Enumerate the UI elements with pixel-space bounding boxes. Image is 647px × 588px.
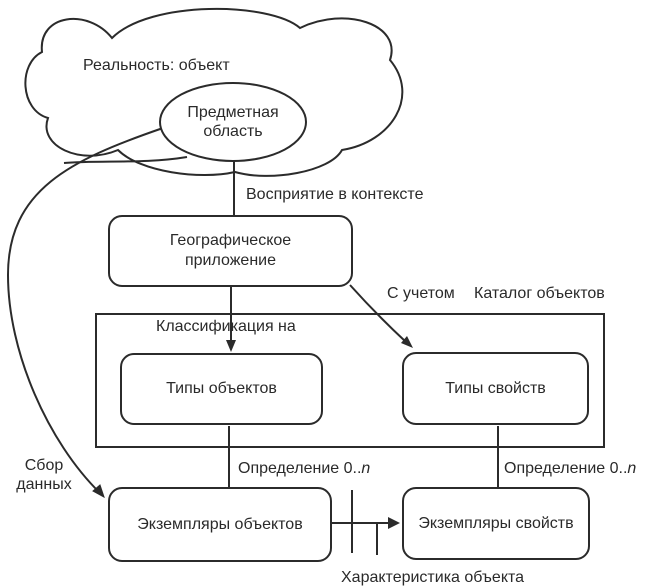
property-types-label: Типы свойств <box>445 379 546 397</box>
with-regard-arrowhead <box>401 336 413 348</box>
with-regard-label: С учетом <box>387 285 455 302</box>
geo-application-node: Географическое приложение <box>108 215 353 287</box>
catalog-frame <box>95 313 605 448</box>
perception-label: Восприятие в контексте <box>246 186 424 203</box>
definition-right-n: n <box>627 460 637 477</box>
classification-arrowhead <box>226 340 236 352</box>
characteristic-label: Характеристика объекта <box>341 569 525 586</box>
property-instances-label: Экземпляры свойств <box>418 514 574 532</box>
catalog-label: Каталог объектов <box>474 285 605 302</box>
definition-left-label: Определение 0..n <box>238 459 370 478</box>
object-instances-label: Экземпляры объектов <box>137 515 303 533</box>
object-instances-node: Экземпляры объектов <box>108 487 332 562</box>
object-types-label: Типы объектов <box>166 380 277 397</box>
property-instances-node: Экземпляры свойств <box>402 487 590 560</box>
definition-right-text: Определение 0.. <box>504 460 628 477</box>
characteristic-arrowhead <box>388 517 400 529</box>
reality-label: Реальность: объект <box>83 57 230 74</box>
classification-label: Классификация на <box>156 318 296 335</box>
geo-application-label: Географическое приложение <box>169 232 292 269</box>
object-types-node: Типы объектов <box>120 353 323 425</box>
definition-right-label: Определение 0..n <box>504 459 636 478</box>
data-collection-label: Сбор данных <box>16 457 72 494</box>
definition-left-text: Определение 0.. <box>238 460 362 477</box>
data-collection-curve-tail <box>63 156 188 164</box>
property-types-node: Типы свойств <box>402 352 589 425</box>
domain-area-label: Предметная область <box>187 104 279 141</box>
data-collection-arrowhead <box>92 484 105 499</box>
definition-left-n: n <box>361 460 371 477</box>
data-collection-curve <box>6 127 164 494</box>
